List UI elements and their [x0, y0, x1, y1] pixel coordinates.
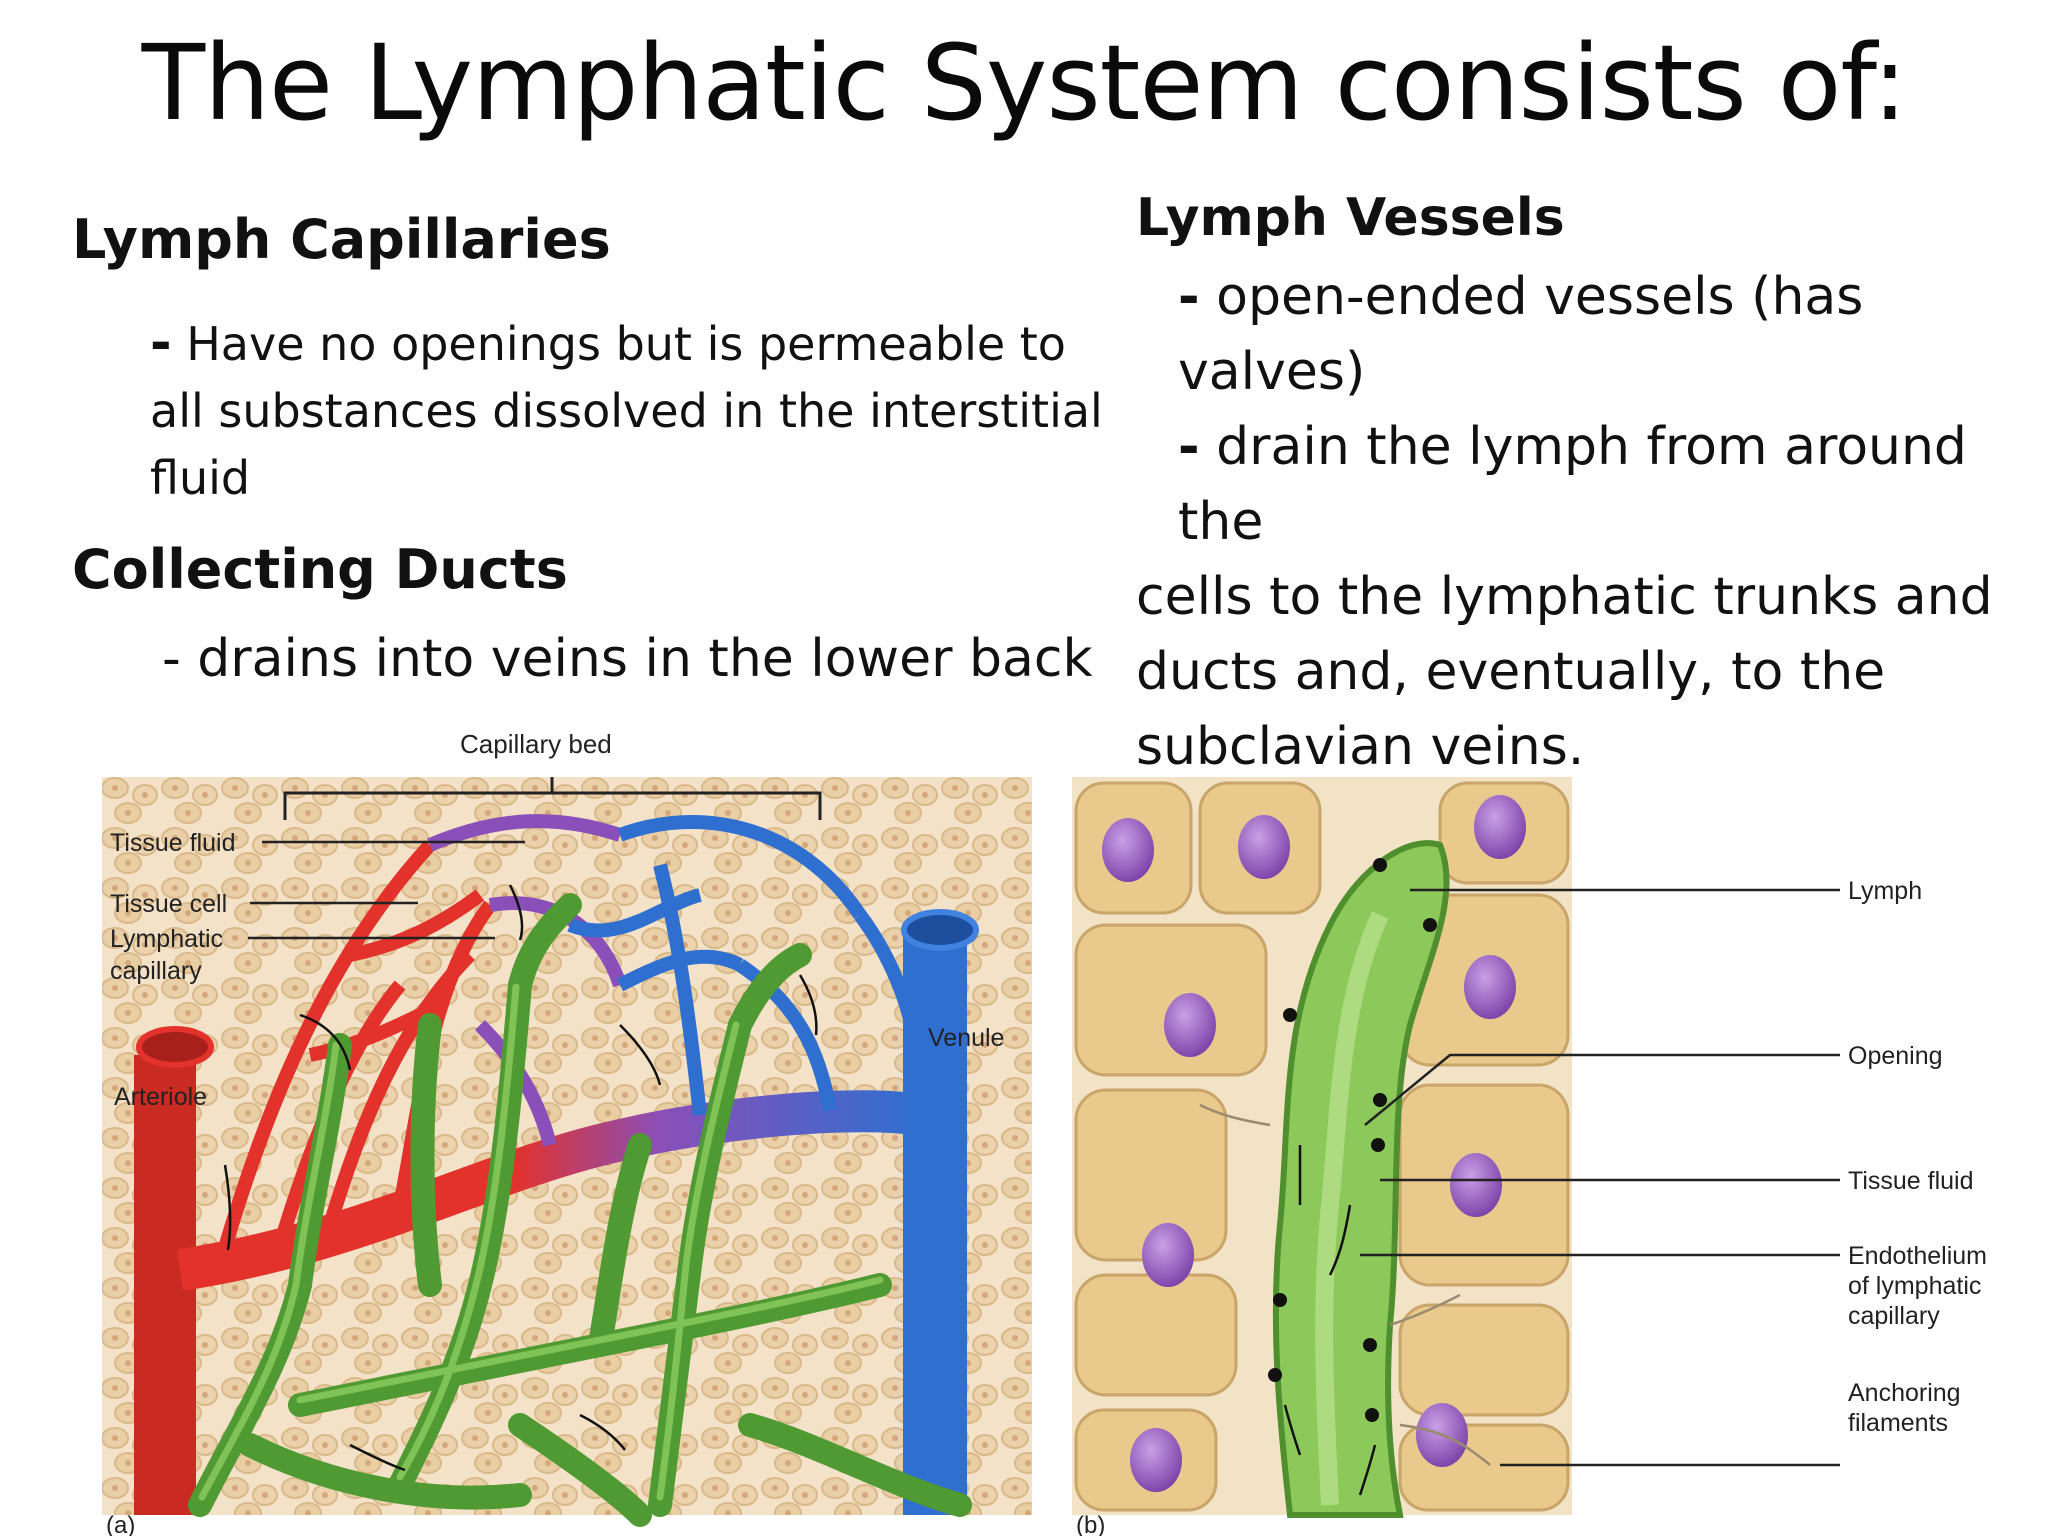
tissue-fluid-label-a: Tissue fluid — [110, 829, 236, 857]
anchoring-label-2: filaments — [1848, 1409, 1948, 1437]
collecting-ducts-text: - drains into veins in the lower back — [162, 629, 1093, 689]
lymph-label: Lymph — [1848, 877, 1922, 905]
lymph-vessels-heading: Lymph Vessels — [1136, 188, 1565, 248]
panel-b-label: (b) — [1076, 1512, 1105, 1536]
capillaries-line-2: all substances dissolved in the intersti… — [150, 384, 1103, 438]
vessel-highlight — [1315, 911, 1389, 1506]
lymphatic-highlights — [198, 983, 884, 1501]
arteriole-label: Arteriole — [114, 1083, 207, 1111]
capillary-channel — [176, 1090, 924, 1291]
collecting-ducts-heading: Collecting Ducts — [72, 538, 568, 601]
panel-b: Lymph Opening Tissue fluid Endothelium o… — [1072, 777, 1987, 1536]
blue-capillaries — [567, 815, 922, 1116]
lymphatic-capillary-label-1: Lymphatic — [110, 925, 223, 953]
opening-dots — [1268, 858, 1437, 1422]
tissue-cell-label: Tissue cell — [110, 890, 227, 918]
endothelium-label-2: of lymphatic — [1848, 1272, 1981, 1300]
lymph-vessels-text: - open-ended vessels (has valves) - drai… — [1136, 260, 2048, 785]
vessels-line-2: - drain the lymph from around the — [1136, 410, 2048, 560]
endothelium-label-3: capillary — [1848, 1302, 1940, 1330]
slide-title: The Lymphatic System consists of: — [141, 22, 1908, 144]
cell-nuclei — [1102, 795, 1526, 1492]
capillary-bed-label: Capillary bed — [460, 729, 612, 759]
panel-a-leaders — [248, 840, 525, 940]
panel-b-labels: Lymph Opening Tissue fluid Endothelium o… — [1848, 877, 1987, 1437]
vessels-line-5: subclavian veins. — [1136, 717, 1585, 777]
panel-a: Capillary bed — [102, 729, 1032, 1536]
arteriole-opening — [136, 1026, 214, 1068]
vessels-line-2-text: drain the lymph from around the — [1178, 417, 1967, 552]
panel-a-labels: Tissue fluid Tissue cell Lymphatic capil… — [110, 829, 1004, 1111]
capillaries-line-1: - Have no openings but is permeable to — [150, 310, 1103, 378]
endothelium-label-1: Endothelium — [1848, 1242, 1987, 1270]
capillaries-dash: - — [150, 313, 172, 373]
flow-arrows — [223, 884, 818, 1472]
opening-label: Opening — [1848, 1042, 1943, 1070]
vessels-dash-2: - — [1178, 417, 1200, 477]
vessels-line-1: - open-ended vessels (has valves) — [1136, 260, 2048, 410]
lymphatic-capillary-label-2: capillary — [110, 957, 202, 985]
vessels-line-4: ducts and, eventually, to the — [1136, 642, 1886, 702]
venule-opening — [901, 909, 979, 951]
lymph-capillaries-heading: Lymph Capillaries — [72, 208, 611, 271]
flow-arrows-b — [1283, 1145, 1377, 1496]
vessels-line-1-text: open-ended vessels (has valves) — [1178, 267, 1864, 402]
capillaries-line-3: fluid — [150, 451, 251, 505]
capillaries-text: - Have no openings but is permeable to a… — [150, 310, 1103, 512]
panel-b-leaders — [1360, 888, 1840, 1467]
capillaries-line-1-text: Have no openings but is permeable to — [186, 317, 1066, 371]
lymphatic-figure: Capillary bed — [102, 729, 1987, 1536]
anchoring-filaments — [1199, 1103, 1491, 1466]
anchoring-label-1: Anchoring — [1848, 1379, 1961, 1407]
vessels-line-3: cells to the lymphatic trunks and — [1136, 567, 1993, 627]
vessels-dash-1: - — [1178, 267, 1200, 327]
venule-label: Venule — [928, 1024, 1004, 1052]
tissue-fluid-label-b: Tissue fluid — [1848, 1167, 1974, 1195]
panel-a-label: (a) — [106, 1512, 135, 1536]
